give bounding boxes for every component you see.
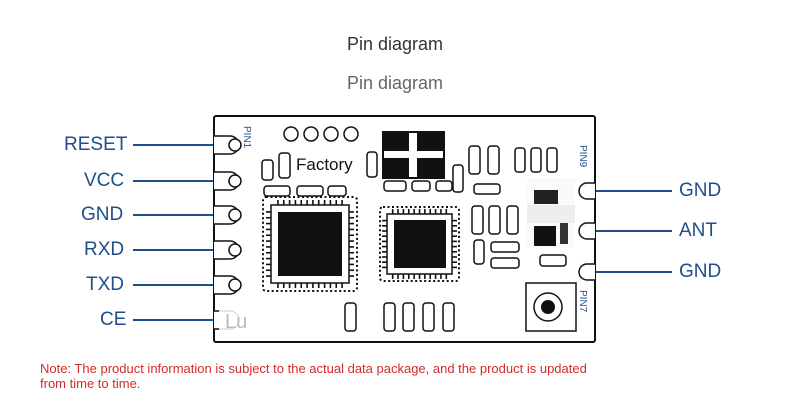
antenna-component — [527, 178, 575, 248]
diagram-subtitle: Pin diagram — [346, 73, 444, 93]
pin-label-rxd: RXD — [84, 239, 125, 260]
disclaimer-note: Note: The product information is subject… — [40, 361, 587, 391]
passive-components — [261, 145, 567, 332]
pin-label-reset: RESET — [64, 134, 128, 155]
left-pin-lines — [133, 144, 218, 321]
pin-label-gnd-right-top: GND — [679, 180, 722, 201]
chip-left — [262, 196, 358, 292]
pin-label-vcc: VCC — [84, 170, 125, 191]
crystal-block — [382, 131, 445, 179]
right-castellated-pads — [578, 182, 595, 281]
pin-label-txd: TXD — [86, 274, 124, 295]
silkscreen-corner-text: Lu — [225, 311, 248, 333]
pin7-marker: PIN7 — [577, 290, 588, 313]
pin-label-ce: CE — [100, 309, 127, 330]
silkscreen-text: Factory — [296, 155, 353, 174]
diagram-title: Pin diagram — [346, 34, 444, 54]
pin-label-gnd-right-bottom: GND — [679, 261, 722, 282]
pin-label-gnd-left: GND — [81, 204, 124, 225]
pin1-marker: PIN1 — [241, 126, 252, 149]
chip-right — [379, 206, 460, 282]
pin-label-ant: ANT — [679, 220, 717, 241]
test-pads — [283, 126, 359, 142]
pin9-marker: PIN9 — [577, 145, 588, 168]
round-component — [525, 282, 577, 332]
right-pin-lines — [594, 190, 672, 273]
